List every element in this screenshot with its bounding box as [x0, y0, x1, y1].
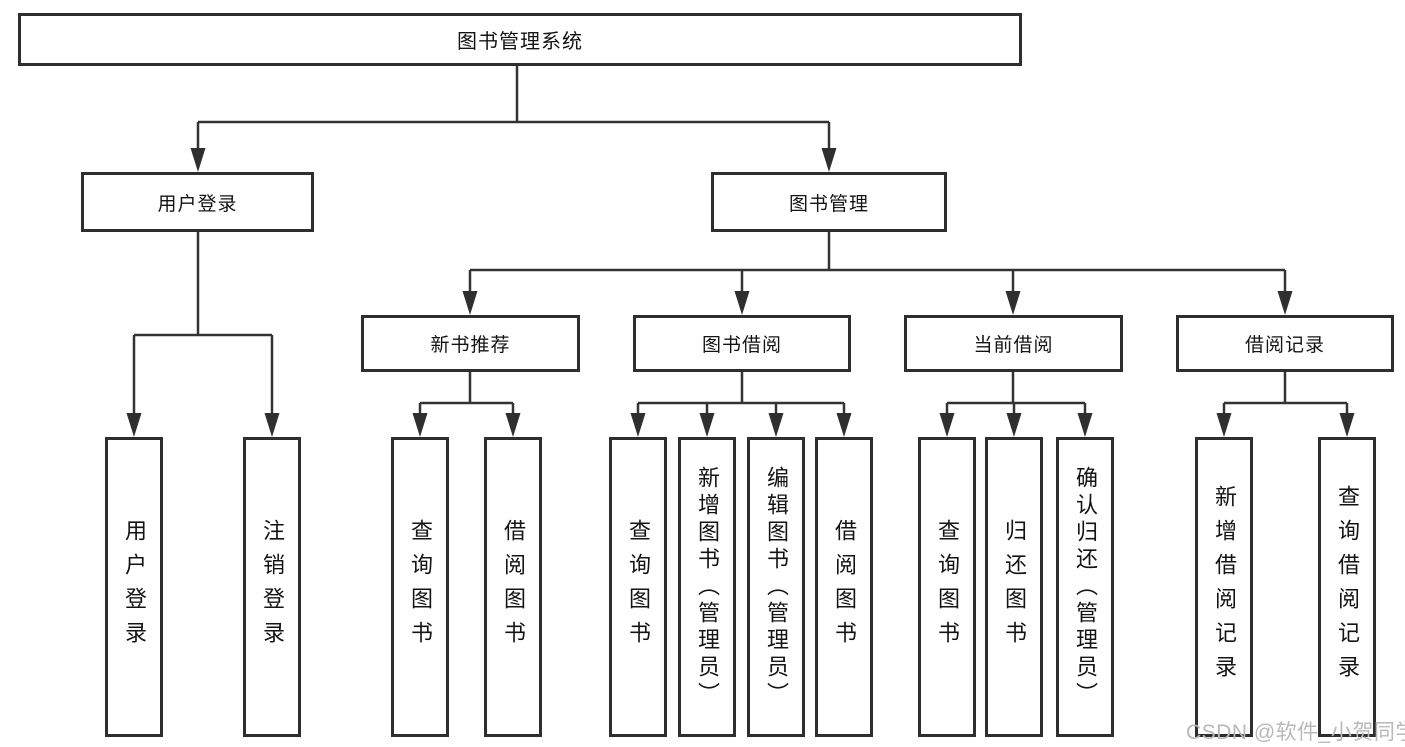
node-borrowing-records: 借阅记录 [1176, 315, 1394, 372]
leaf-confirm-return-admin-label: 确认归还（管理员） [1073, 465, 1098, 709]
leaf-borrow-books-borrowing: 借阅图书 [815, 437, 873, 737]
node-user-login: 用户登录 [81, 172, 314, 232]
watermark: CSDN @软件_小贺同学 [1186, 721, 1405, 744]
leaf-query-books-recommend: 查询图书 [391, 437, 449, 737]
leaf-edit-books-admin: 编辑图书（管理员） [747, 437, 805, 737]
leaf-query-books-borrowing-label: 查询图书 [626, 519, 651, 655]
leaf-return-books: 归还图书 [985, 437, 1043, 737]
leaf-return-books-label: 归还图书 [1002, 519, 1027, 655]
leaf-query-borrow-record: 查询借阅记录 [1318, 437, 1376, 737]
leaf-query-borrow-record-label: 查询借阅记录 [1335, 485, 1360, 689]
leaf-add-borrow-record: 新增借阅记录 [1195, 437, 1253, 737]
node-book-borrowing: 图书借阅 [633, 315, 851, 372]
leaf-logout: 注销登录 [243, 437, 301, 737]
node-current-borrowing: 当前借阅 [904, 315, 1123, 372]
leaf-edit-books-admin-label: 编辑图书（管理员） [764, 465, 789, 709]
leaf-borrow-books-recommend-label: 借阅图书 [501, 519, 526, 655]
leaf-borrow-books-borrowing-label: 借阅图书 [832, 519, 857, 655]
leaf-query-books-current-label: 查询图书 [935, 519, 960, 655]
leaf-user-login-label: 用户登录 [122, 519, 147, 655]
node-new-book-recommend: 新书推荐 [361, 315, 580, 372]
leaf-user-login: 用户登录 [105, 437, 163, 737]
leaf-add-books-admin: 新增图书（管理员） [678, 437, 736, 737]
node-book-management: 图书管理 [711, 172, 947, 232]
node-root-library-system: 图书管理系统 [18, 13, 1022, 66]
leaf-confirm-return-admin: 确认归还（管理员） [1056, 437, 1114, 737]
arrowheads [126, 148, 1355, 437]
leaf-logout-label: 注销登录 [260, 519, 285, 655]
leaf-query-books-borrowing: 查询图书 [609, 437, 667, 737]
leaf-query-books-current: 查询图书 [918, 437, 976, 737]
leaf-query-books-recommend-label: 查询图书 [408, 519, 433, 655]
leaf-add-books-admin-label: 新增图书（管理员） [695, 465, 720, 709]
leaf-add-borrow-record-label: 新增借阅记录 [1212, 485, 1237, 689]
leaf-borrow-books-recommend: 借阅图书 [484, 437, 542, 737]
